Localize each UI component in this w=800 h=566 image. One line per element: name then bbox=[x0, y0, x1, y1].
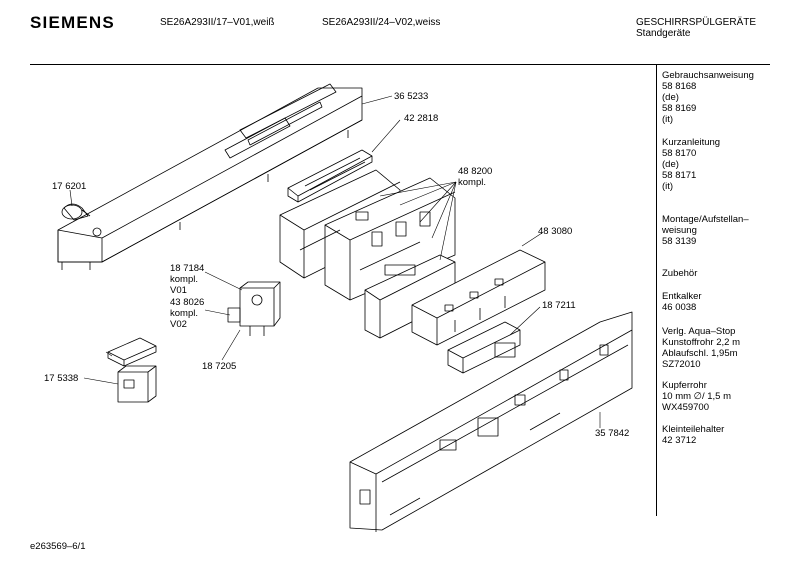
module-cover bbox=[411, 249, 546, 346]
part-label-187184-variant: V01 bbox=[170, 285, 187, 296]
part-label-187205: 18 7205 bbox=[202, 361, 237, 372]
header-divider bbox=[30, 64, 770, 65]
sidebar-text: (de) bbox=[662, 92, 679, 103]
control-panel-fascia bbox=[57, 83, 363, 270]
sidebar-text: Ablaufschl. 1,95m bbox=[662, 348, 738, 359]
category-subtitle: Standgeräte bbox=[636, 28, 691, 39]
sidebar-text: 10 mm ∅/ 1,5 m bbox=[662, 391, 731, 402]
part-label-175338: 17 5338 bbox=[44, 373, 79, 384]
part-label-187211: 18 7211 bbox=[542, 300, 576, 311]
sidebar-text: 58 8170 bbox=[662, 148, 697, 159]
sidebar-text: 46 0038 bbox=[662, 302, 697, 313]
sidebar-text: Zubehör bbox=[662, 268, 698, 279]
model-number-v01: SE26A293II/17–V01,weiß bbox=[160, 17, 275, 28]
model-number-v02: SE26A293II/24–V02,weiss bbox=[322, 17, 441, 28]
sidebar-text: (it) bbox=[662, 114, 674, 125]
sidebar-copperpipe-block: Kupferrohr 10 mm ∅/ 1,5 m WX459700 bbox=[662, 380, 731, 413]
relay-component bbox=[227, 281, 281, 336]
display-strip bbox=[287, 149, 373, 203]
category-title: GESCHIRRSPÜLGERÄTE bbox=[636, 17, 757, 28]
sidebar-text: Kupferrohr bbox=[662, 380, 707, 391]
part-label-438026-variant: V02 bbox=[170, 319, 187, 330]
sidebar-text: SZ72010 bbox=[662, 359, 701, 370]
leader-lines bbox=[69, 95, 601, 428]
sidebar-aquastop-block: Verlg. Aqua–Stop Kunstoffrohr 2,2 m Abla… bbox=[662, 326, 740, 370]
sidebar-text: 58 8171 bbox=[662, 170, 697, 181]
sidebar-text: Montage/Aufstellan– bbox=[662, 214, 749, 225]
sidebar-text: 58 8169 bbox=[662, 103, 697, 114]
part-label-483080: 48 3080 bbox=[538, 226, 573, 237]
sidebar-text: Verlg. Aqua–Stop bbox=[662, 326, 736, 337]
sidebar-manual-block: Gebrauchsanweisung 58 8168 (de) 58 8169 … bbox=[662, 70, 754, 125]
part-label-422818: 42 2818 bbox=[404, 113, 439, 124]
exploded-parts-drawing bbox=[57, 83, 633, 532]
electronic-module bbox=[279, 169, 456, 339]
part-label-438026-note: kompl. bbox=[170, 308, 198, 319]
sidebar-text: Kleinteilehalter bbox=[662, 424, 725, 435]
sidebar-installation-block: Montage/Aufstellan– weisung 58 3139 bbox=[662, 214, 749, 247]
part-label-365233: 36 5233 bbox=[394, 91, 429, 102]
part-label-438026: 43 8026 bbox=[170, 297, 205, 308]
sidebar-text: 42 3712 bbox=[662, 435, 697, 446]
knob-part bbox=[61, 203, 91, 221]
sidebar-text: Kurzanleitung bbox=[662, 137, 721, 148]
sidebar-text: weisung bbox=[662, 225, 697, 236]
sidebar-text: WX459700 bbox=[662, 402, 710, 413]
sidebar-accessories-block: Zubehör bbox=[662, 268, 697, 279]
sidebar-smallparts-block: Kleinteilehalter 42 3712 bbox=[662, 424, 724, 446]
sidebar-text: Gebrauchsanweisung bbox=[662, 70, 754, 81]
part-label-488200-note: kompl. bbox=[458, 177, 486, 188]
sidebar-divider bbox=[656, 64, 657, 516]
sidebar-text: 58 3139 bbox=[662, 236, 697, 247]
part-label-488200: 48 8200 bbox=[458, 166, 493, 177]
sidebar-text: Entkalker bbox=[662, 291, 702, 302]
lower-frame bbox=[349, 311, 633, 532]
brand-logo: SIEMENS bbox=[30, 13, 115, 32]
sidebar-quickguide-block: Kurzanleitung 58 8170 (de) 58 8171 (it) bbox=[662, 137, 720, 192]
sidebar-text: (de) bbox=[662, 159, 679, 170]
part-label-187184-note: kompl. bbox=[170, 274, 198, 285]
part-label-176201: 17 6201 bbox=[52, 181, 87, 192]
sidebar-text: Kunstoffrohr 2,2 m bbox=[662, 337, 740, 348]
document-id: e263569–6/1 bbox=[30, 541, 86, 552]
sidebar-text: 58 8168 bbox=[662, 81, 697, 92]
aquastop-valve bbox=[107, 337, 157, 403]
part-label-187184: 18 7184 bbox=[170, 263, 205, 274]
sidebar-text: (it) bbox=[662, 181, 674, 192]
part-label-357842: 35 7842 bbox=[595, 428, 630, 439]
sidebar-descaler-block: Entkalker 46 0038 bbox=[662, 291, 702, 313]
